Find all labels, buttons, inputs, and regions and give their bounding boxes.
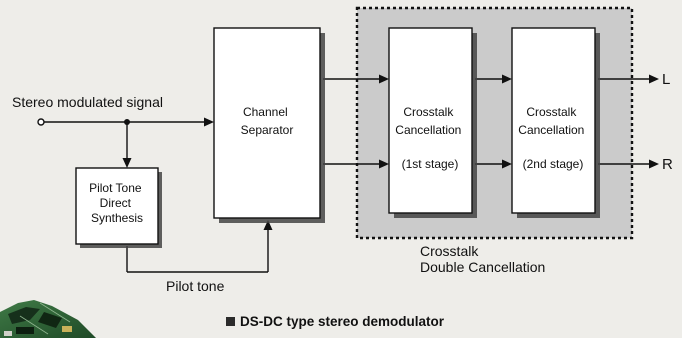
svg-text:Crosstalk Cancellation: Crosstalk Cancellation (1st stage): [395, 105, 464, 171]
cancellation-stage1-block: Crosstalk Cancellation (1st stage): [388, 27, 477, 218]
pilot-tone-label: Pilot tone: [166, 278, 225, 294]
arrow-into-stage1-bottom: [379, 159, 389, 169]
arrow-into-stage2-bottom: [502, 159, 512, 169]
input-terminal: [37, 118, 45, 126]
arrow-pilot-into-separator: [263, 220, 273, 230]
arrow-into-stage2-top: [502, 74, 512, 84]
channel-separator-block: Channel Separator: [213, 27, 325, 223]
svg-text:Crosstalk Cancellation: Crosstalk Cancellation (2nd stage): [518, 105, 587, 171]
arrow-into-separator: [204, 117, 214, 127]
stage1-label-line1: Crosstalk: [403, 105, 454, 119]
pilot-synthesis-label-line1: Pilot Tone: [89, 181, 142, 195]
stage2-label-line3: (2nd stage): [523, 157, 584, 171]
input-label: Stereo modulated signal: [12, 94, 163, 110]
stage2-label-line1: Crosstalk: [526, 105, 577, 119]
svg-text:Crosstalk Double Cancellat: Crosstalk Double Cancellation: [420, 243, 545, 275]
stage1-label-line2: Cancellation: [395, 123, 461, 137]
pilot-synthesis-label-line3: Synthesis: [91, 211, 143, 225]
arrow-output-right: [649, 159, 659, 169]
separator-label-line1: Channel: [243, 105, 288, 119]
arrow-into-synthesis: [122, 158, 132, 168]
stage1-label-line3: (1st stage): [402, 157, 459, 171]
circuit-board-icon: [0, 300, 96, 338]
caption-text: DS-DC type stereo demodulator: [240, 314, 445, 329]
separator-label-line2: Separator: [241, 123, 294, 137]
stage2-label-line2: Cancellation: [518, 123, 584, 137]
arrow-output-left: [649, 74, 659, 84]
output-left-label: L: [662, 71, 670, 88]
pilot-synthesis-label-line2: Direct: [100, 196, 132, 210]
figure-caption: DS-DC type stereo demodulator: [226, 314, 444, 329]
group-label-line2: Double Cancellation: [420, 259, 545, 275]
arrow-into-stage1-top: [379, 74, 389, 84]
square-bullet-icon: [226, 317, 235, 326]
pilot-synthesis-block: Pilot Tone Direct Synthesis: [75, 167, 162, 248]
svg-text:Channel Separator: Channel Separator: [241, 105, 294, 137]
svg-text:Pilot Tone Direct: Pilot Tone Direct Synthesis: [89, 181, 145, 225]
output-right-label: R: [662, 156, 673, 173]
group-label-line1: Crosstalk: [420, 243, 479, 259]
cancellation-stage2-block: Crosstalk Cancellation (2nd stage): [511, 27, 600, 218]
